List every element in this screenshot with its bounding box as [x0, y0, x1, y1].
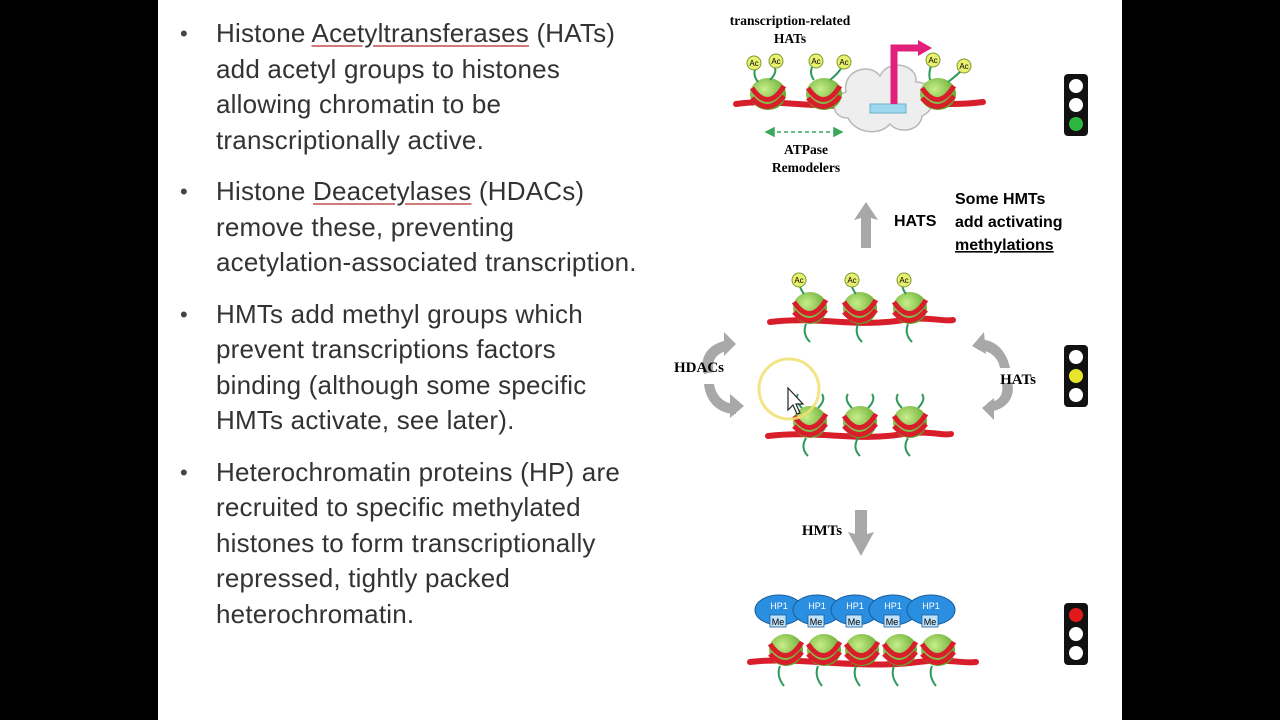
- label-transcription-related: transcription-related: [730, 13, 851, 28]
- acetyl-marker: [746, 55, 762, 71]
- note-line1: Some HMTs: [955, 191, 1045, 208]
- label-hats-top: HATs: [774, 31, 806, 46]
- slide: Histone Acetyltransferases (HATs) add ac…: [158, 0, 1122, 720]
- traffic-light-red-icon: [1064, 603, 1088, 665]
- svg-text:Me: Me: [772, 617, 785, 627]
- svg-text:Me: Me: [810, 617, 823, 627]
- nucleosome: [891, 292, 929, 324]
- svg-text:HP1: HP1: [770, 601, 788, 611]
- hdacs-cycle-arrow: [702, 332, 744, 418]
- nucleosome: [805, 78, 843, 110]
- nucleosome-strand-acetylated: Ac Ac Ac: [767, 272, 956, 343]
- nucleosome: [891, 406, 929, 438]
- nucleosome-strand-deacetylated: [765, 393, 954, 457]
- svg-text:Ac: Ac: [928, 56, 937, 65]
- svg-text:Me: Me: [886, 617, 899, 627]
- svg-text:HP1: HP1: [846, 601, 864, 611]
- svg-text:Ac: Ac: [847, 276, 856, 285]
- nucleosome-strand-active: Ac Ac Ac Ac Ac Ac: [733, 40, 986, 133]
- remodeler-cloud: [833, 40, 935, 133]
- svg-text:Ac: Ac: [771, 57, 780, 66]
- acetyl-marker: [925, 52, 941, 68]
- nucleosome: [749, 78, 787, 110]
- nucleosome: [767, 634, 805, 666]
- acetyl-marker: [896, 272, 912, 288]
- bullet-list: Histone Acetyltransferases (HATs) add ac…: [176, 16, 646, 648]
- svg-text:HP1: HP1: [922, 601, 940, 611]
- traffic-light-yellow-icon: [1064, 345, 1088, 407]
- nucleosome: [791, 292, 829, 324]
- bullet-hmts: HMTs add methyl groups which prevent tra…: [176, 297, 646, 439]
- label-hats-right: HATs: [1000, 372, 1036, 388]
- svg-text:HP1: HP1: [808, 601, 826, 611]
- nucleosome: [919, 634, 957, 666]
- mouse-cursor-icon: [787, 386, 805, 415]
- hats-cycle-arrow: [972, 332, 1013, 420]
- atpase-arrow: [764, 126, 844, 138]
- bullet-hdacs: Histone Deacetylases (HDACs) remove thes…: [176, 174, 646, 281]
- term-acetyltransferases: Acetyltransferases: [311, 18, 530, 48]
- svg-text:Ac: Ac: [959, 62, 968, 71]
- svg-text:Me: Me: [848, 617, 861, 627]
- svg-text:Ac: Ac: [794, 276, 803, 285]
- transcription-flag-arrow: [890, 44, 920, 104]
- bullet-hats: Histone Acetyltransferases (HATs) add ac…: [176, 16, 646, 158]
- label-remodelers: Remodelers: [772, 160, 840, 175]
- up-arrow: [854, 202, 878, 248]
- svg-text:Ac: Ac: [749, 59, 758, 68]
- bullet-hp: Heterochromatin proteins (HP) are recrui…: [176, 455, 646, 633]
- label-atpase: ATPase: [784, 142, 828, 157]
- nucleosome: [841, 292, 879, 324]
- acetyl-marker: [791, 272, 807, 288]
- down-arrow: [848, 510, 874, 556]
- cursor-highlight: [757, 357, 821, 421]
- nucleosome: [919, 78, 957, 110]
- acetyl-marker: [956, 58, 972, 74]
- nucleosome: [843, 634, 881, 666]
- svg-text:Me: Me: [924, 617, 937, 627]
- svg-text:Ac: Ac: [811, 57, 820, 66]
- svg-text:HP1: HP1: [884, 601, 902, 611]
- note-line2: add activating: [955, 214, 1063, 231]
- acetyl-marker: [836, 54, 852, 70]
- traffic-light-green-icon: [1064, 74, 1088, 136]
- acetyl-marker: [768, 53, 784, 69]
- svg-text:Ac: Ac: [899, 276, 908, 285]
- acetyl-marker: [844, 272, 860, 288]
- nucleosome: [881, 634, 919, 666]
- nucleosome: [841, 406, 879, 438]
- nucleosome: [805, 634, 843, 666]
- label-hmts: HMTs: [802, 523, 842, 539]
- chromatin-diagram: transcription-related HATs Ac Ac Ac: [674, 13, 1088, 687]
- term-deacetylases: Deacetylases: [312, 176, 472, 206]
- label-hats-up: HATS: [894, 213, 937, 230]
- label-hdacs: HDACs: [674, 360, 724, 376]
- acetyl-marker: [808, 53, 824, 69]
- note-line3: methylations: [955, 237, 1054, 254]
- svg-text:Ac: Ac: [839, 58, 848, 67]
